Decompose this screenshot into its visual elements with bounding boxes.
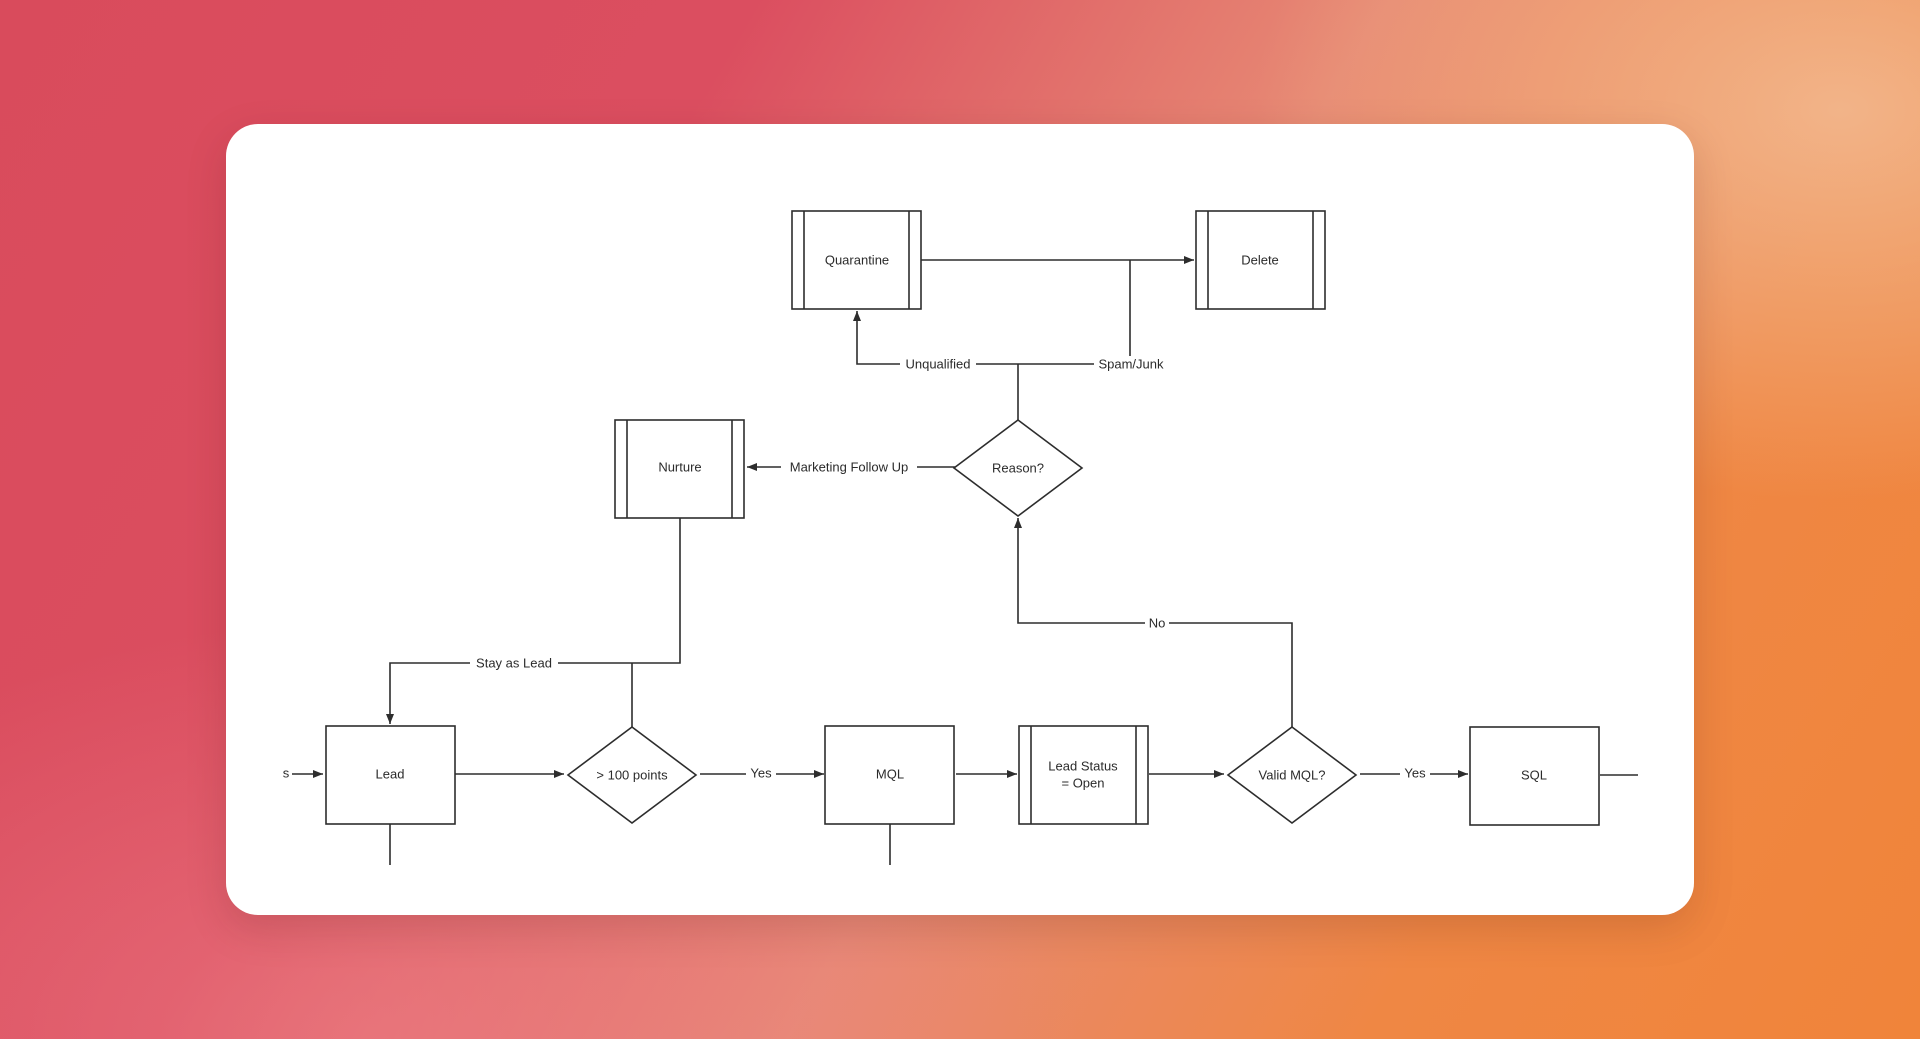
node-lead: Lead	[325, 725, 456, 825]
node-sql-label: SQL	[1521, 767, 1547, 782]
edge-label-spam-junk: Spam/Junk	[1098, 356, 1164, 371]
node-mql: MQL	[824, 725, 955, 825]
node-nurture: Nurture	[614, 419, 745, 519]
node-points: > 100 points	[566, 726, 698, 824]
node-delete: Delete	[1195, 210, 1326, 310]
node-points-label: > 100 points	[596, 767, 668, 782]
edge-label-stay-as-lead: Stay as Lead	[476, 655, 552, 670]
node-mql-label: MQL	[876, 766, 904, 781]
node-lead-label: Lead	[376, 766, 405, 781]
node-reason-label: Reason?	[992, 460, 1044, 475]
node-quarantine: Quarantine	[791, 210, 922, 310]
node-quarantine-label: Quarantine	[825, 252, 889, 267]
edge-label-yes-valid: Yes	[1404, 765, 1426, 780]
node-valid-mql-label: Valid MQL?	[1259, 767, 1326, 782]
edge-label-unqualified: Unqualified	[905, 356, 970, 371]
edge-spam-junk	[1018, 260, 1131, 365]
node-sql: SQL	[1469, 726, 1600, 826]
edge-label-incoming: s	[283, 765, 290, 780]
edge-label-marketing-follow-up: Marketing Follow Up	[790, 459, 909, 474]
edge-label-no: No	[1149, 615, 1166, 630]
node-lead-status-label-line2: = Open	[1061, 775, 1104, 790]
node-lead-status: Lead Status = Open	[1018, 725, 1149, 825]
flowchart-canvas: Quarantine Delete Nurture Reason? Lead	[280, 210, 1638, 865]
node-valid-mql: Valid MQL?	[1226, 726, 1358, 824]
diagram-card: Quarantine Delete Nurture Reason? Lead	[226, 124, 1694, 915]
node-lead-status-label-line1: Lead Status	[1048, 758, 1118, 773]
edge-stay-as-lead	[386, 518, 681, 724]
edge-label-yes-points: Yes	[750, 765, 772, 780]
node-nurture-label: Nurture	[658, 459, 701, 474]
node-reason: Reason?	[952, 419, 1084, 517]
node-delete-label: Delete	[1241, 252, 1279, 267]
